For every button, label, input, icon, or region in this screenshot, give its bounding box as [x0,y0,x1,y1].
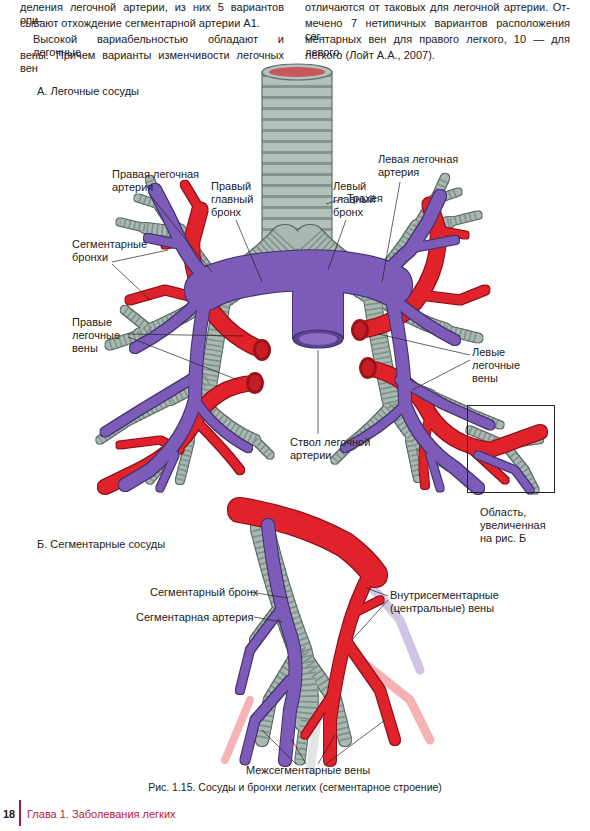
node-label: Область, увеличенная на рис. Б [480,506,552,545]
leader-line [318,735,335,764]
part-label: Внутрисегментарные (центральные) вены [390,589,508,615]
segmental-artery [240,525,296,760]
trunk-opening [293,330,343,348]
leader-line [328,220,346,270]
leader-line [128,337,238,380]
leader-line [378,334,470,355]
part-label: Сегментарные бронхи [72,238,148,264]
leader-line [318,350,319,434]
panel-heading: А. Легочные сосуды [37,85,139,98]
vein-opening [253,339,271,361]
bronchi [100,178,540,490]
zoom-region-box: Область, увеличенная на рис. Б [467,405,555,493]
chapter-title: Глава 1. Заболевания легких [27,808,176,821]
panel-heading: Б. Сегментарные сосуды [37,538,165,551]
body-text-line: отличаются от таковых для легочной артер… [305,1,570,14]
leader-line [236,220,262,282]
leader-lines [112,182,470,764]
body-text-line: вены. Причем варианты изменчивости легоч… [20,49,284,75]
part-label: Левый главный бронх [333,180,379,219]
vein-opening [359,357,377,379]
vein-opening [351,319,369,341]
part-label: Левая легочная артерия [378,153,473,179]
leader-line [352,600,388,640]
leader-line [128,334,244,336]
leader-line [150,195,212,272]
trachea-top [262,64,332,80]
vein-lumen [249,375,261,391]
part-label: Межсегментарные вены [246,764,370,777]
leader-line [262,730,296,764]
leader-line [382,182,400,282]
part-label: Ствол легочной артерии [290,436,376,462]
page-number: 18 [3,808,15,821]
vein-lumen [354,322,366,338]
leader-line [366,588,388,596]
leader-line [326,720,385,764]
trunk-lumen [299,333,337,345]
pulmonary-trunk [293,280,343,338]
part-label: Правая легочная артерия [112,168,207,194]
trachea [262,72,332,250]
part-label: Левые легочные вены [472,346,528,385]
figure-caption: Рис. 1.15. Сосуды и бронхи легких (сегме… [0,781,590,794]
bronchial-tree [100,178,540,490]
vein-lumen [362,360,374,376]
leader-line [254,617,282,622]
vein-openings [246,319,377,394]
leader-line [112,264,150,300]
footer-rule [19,800,21,826]
segmental-veins [240,510,395,760]
body-text-line: сывают отхождение сегментарной артерии А… [20,17,260,30]
part-label: Сегментарная артерия [136,611,253,624]
leader-line [112,250,168,262]
vein-opening [246,372,264,394]
body-text-line: легкого (Лойт А.А., 2007). [305,49,435,62]
part-label: Правые легочные вены [72,316,128,355]
artery-branches [240,525,296,760]
bronchial-rings [100,178,540,490]
trachea-lumen [269,67,325,77]
leader-line [292,740,306,764]
part-label: Правый главный бронх [211,180,257,219]
leader-line [412,360,470,390]
vein-lumen [256,342,268,358]
part-label: Сегментарный бронх [150,586,258,599]
vein-branches [240,510,395,760]
